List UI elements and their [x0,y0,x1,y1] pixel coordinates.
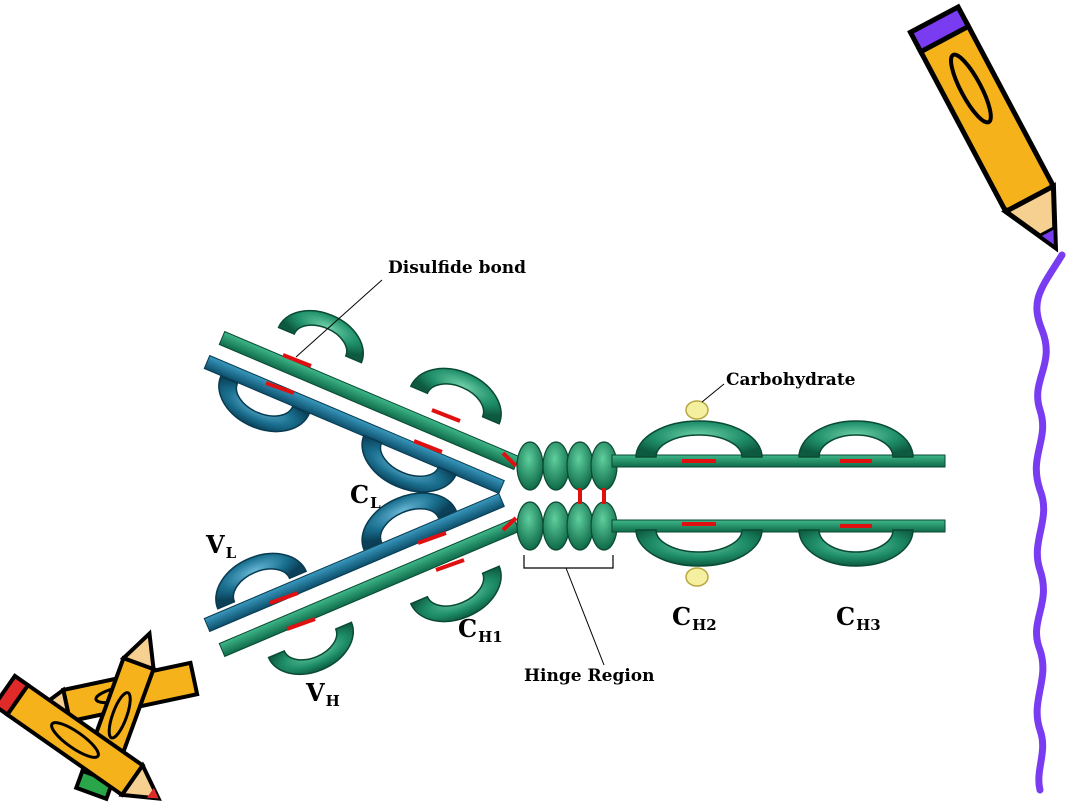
vl-label: VL [206,530,237,562]
hinge-region [516,441,618,551]
ch1-label: CH1 [458,614,503,646]
disulfide-leader [295,279,383,358]
disulfide-link [578,488,606,504]
ch3-lower-domain [798,529,914,567]
ch2-label: CH2 [672,602,717,634]
upper-light-domain [218,375,311,433]
upper-fab-arm [203,309,520,495]
carbohydrate-top [685,400,709,420]
ch3-label: CH3 [836,602,881,634]
disulfide-link [265,353,518,468]
carbohydrate-label: Carbohydrate [726,370,856,390]
upper-heavy-domain [409,367,502,425]
upper-heavy-domain [277,309,364,364]
lower-light-domain [361,492,458,551]
lower-heavy-domain [409,565,502,623]
ch2-upper-domain [635,420,763,458]
hinge-bracket [523,555,614,569]
disulfide-link [269,516,518,631]
ch2-lower-domain [635,529,763,567]
hinge-region-label: Hinge Region [524,666,655,686]
crossed-pencils-icon [0,629,200,802]
fc-stem [611,400,946,587]
ch3-upper-domain [798,420,914,458]
pencil-icon [907,3,1059,253]
disulfide-bond-label: Disulfide bond [388,258,527,278]
wavy-border [1032,251,1066,794]
hinge-leader [565,567,605,666]
carbohydrate-leader [701,383,725,403]
vh-label: VH [306,678,340,710]
disulfide-link [682,459,872,528]
lower-heavy-domain [267,621,354,676]
carbohydrate-bottom [685,567,709,587]
upper-light-domain [361,434,458,493]
cl-label: CL [350,480,381,512]
lower-light-domain [215,552,308,610]
